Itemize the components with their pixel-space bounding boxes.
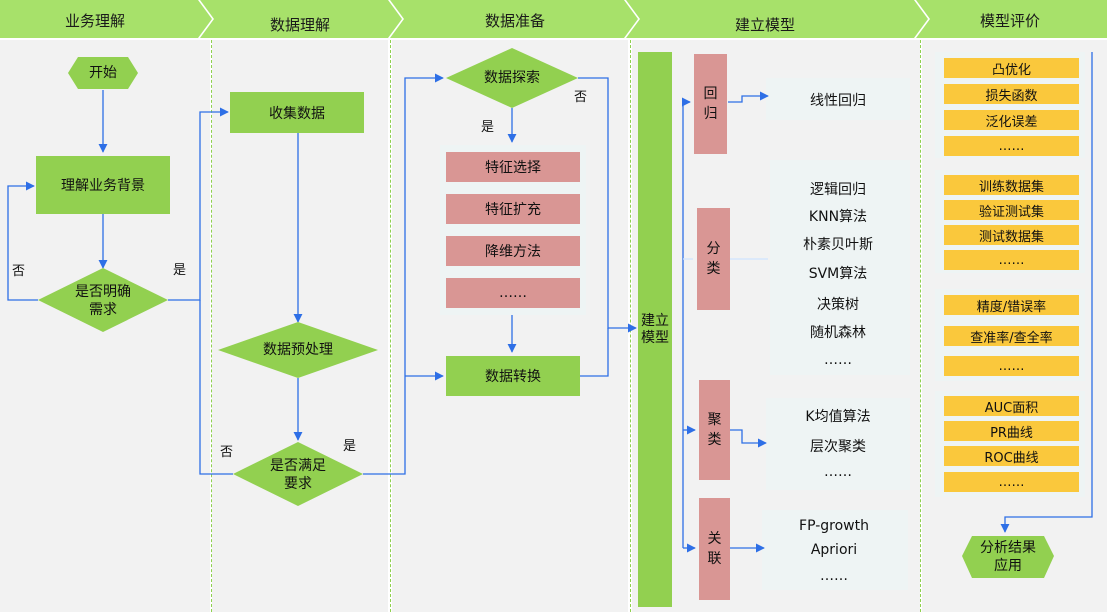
header-bar — [0, 0, 1107, 38]
feature-expansion-box: 特征扩充 — [446, 194, 580, 224]
algorithm-item: 随机森林 — [810, 325, 866, 341]
category-char: 关 — [707, 531, 722, 547]
no-label: 否 — [220, 445, 234, 460]
algorithm-item: 朴素贝叶斯 — [803, 237, 873, 253]
lane-divider — [390, 40, 391, 612]
start-hexagon — [68, 57, 138, 89]
understand-business-box: 理解业务背景 — [36, 156, 170, 214]
header-business-label: 业务理解 — [64, 12, 125, 30]
need-decision-line: 是否明确 — [75, 284, 131, 300]
eval-item: 测试数据集 — [944, 225, 1079, 245]
eval-item: 凸优化 — [944, 58, 1079, 78]
association-panel — [762, 510, 908, 590]
classification-panel — [770, 160, 910, 375]
category-char: 归 — [703, 106, 718, 122]
result-line: 分析结果 — [980, 540, 1036, 556]
eval-item: AUC面积 — [944, 396, 1079, 416]
algorithm-item: …… — [824, 352, 852, 368]
category-char: 类 — [706, 261, 721, 277]
eval-item: ROC曲线 — [944, 446, 1079, 466]
build-model-line: 建立 — [641, 312, 669, 329]
category-association-box: 关 联 — [699, 498, 730, 600]
result-hexagon — [962, 536, 1054, 578]
transform-box: 数据转换 — [446, 356, 580, 396]
header-data-understanding-label: 数据理解 — [269, 16, 330, 34]
lane-divider — [920, 40, 921, 612]
preprocess-diamond — [218, 322, 378, 378]
header-chevron-data-prep — [390, 0, 638, 38]
category-char: 聚 — [707, 412, 722, 428]
category-char: 分 — [706, 241, 721, 257]
collect-data-box: 收集数据 — [230, 92, 364, 133]
yes-label: 是 — [173, 263, 187, 278]
feature-selection-box: 特征选择 — [446, 152, 580, 182]
yes-label: 是 — [343, 439, 357, 454]
category-char: 回 — [703, 86, 718, 102]
algorithm-item: SVM算法 — [808, 266, 868, 282]
no-label: 否 — [574, 90, 588, 105]
header-chevron-business — [0, 0, 212, 38]
algorithm-item: …… — [820, 568, 848, 584]
requirement-decision-label: 是否满足 要求 — [248, 457, 348, 493]
result-line: 应用 — [994, 558, 1022, 574]
category-regression-box: 回 归 — [694, 54, 727, 154]
algorithm-item: FP-growth — [799, 518, 869, 534]
eval-item: 泛化误差 — [944, 110, 1079, 130]
algorithm-item: Apriori — [810, 542, 858, 558]
build-model-bar: 建立 模型 — [638, 52, 672, 607]
requirement-decision-line: 要求 — [284, 476, 312, 492]
feature-more-box: …… — [446, 278, 580, 308]
no-label: 否 — [12, 264, 26, 279]
need-decision-diamond — [38, 268, 168, 332]
preprocess-label: 数据预处理 — [263, 342, 333, 358]
algorithm-item: 线性回归 — [810, 93, 866, 109]
algorithm-item: …… — [824, 464, 852, 480]
algorithm-item: 逻辑回归 — [810, 182, 866, 198]
need-decision-label: 是否明确 需求 — [53, 283, 153, 319]
algorithm-item: KNN算法 — [808, 209, 868, 225]
need-decision-line: 需求 — [89, 302, 117, 318]
eval-item: 精度/错误率 — [944, 295, 1079, 315]
algorithm-item: 层次聚类 — [810, 439, 866, 455]
header-data-prep-label: 数据准备 — [484, 12, 545, 30]
category-classification-box: 分 类 — [697, 208, 730, 310]
header-evaluation-label: 模型评价 — [979, 12, 1040, 30]
clustering-panel — [766, 398, 910, 490]
eval-item: 训练数据集 — [944, 175, 1079, 195]
eval-item: 验证测试集 — [944, 200, 1079, 220]
regression-panel — [766, 78, 910, 120]
category-char: 类 — [707, 432, 722, 448]
category-clustering-box: 聚 类 — [699, 380, 730, 480]
requirement-decision-diamond — [233, 442, 363, 506]
eval-item: 损失函数 — [944, 84, 1079, 104]
eval-item: …… — [944, 356, 1079, 376]
explore-diamond — [446, 48, 578, 108]
lane-divider — [211, 40, 212, 612]
start-label: 开始 — [89, 65, 117, 81]
eval-item: PR曲线 — [944, 421, 1079, 441]
category-char: 联 — [707, 551, 722, 567]
result-label: 分析结果 应用 — [962, 538, 1054, 576]
eval-item: 查准率/查全率 — [944, 326, 1079, 346]
algorithm-item: 决策树 — [817, 297, 859, 313]
header-chevron-evaluation — [916, 0, 1107, 38]
explore-label: 数据探索 — [484, 70, 540, 86]
header-chevron-data-understanding — [200, 0, 402, 38]
build-model-line: 模型 — [641, 329, 669, 346]
eval-item: …… — [944, 250, 1079, 270]
eval-item: …… — [944, 472, 1079, 492]
eval-item: …… — [944, 136, 1079, 156]
algorithm-item: K均值算法 — [805, 409, 871, 425]
header-modeling-label: 建立模型 — [734, 16, 795, 34]
yes-label: 是 — [481, 120, 495, 135]
header-chevron-modeling — [626, 0, 928, 38]
dim-reduction-box: 降维方法 — [446, 236, 580, 266]
requirement-decision-line: 是否满足 — [270, 458, 326, 474]
